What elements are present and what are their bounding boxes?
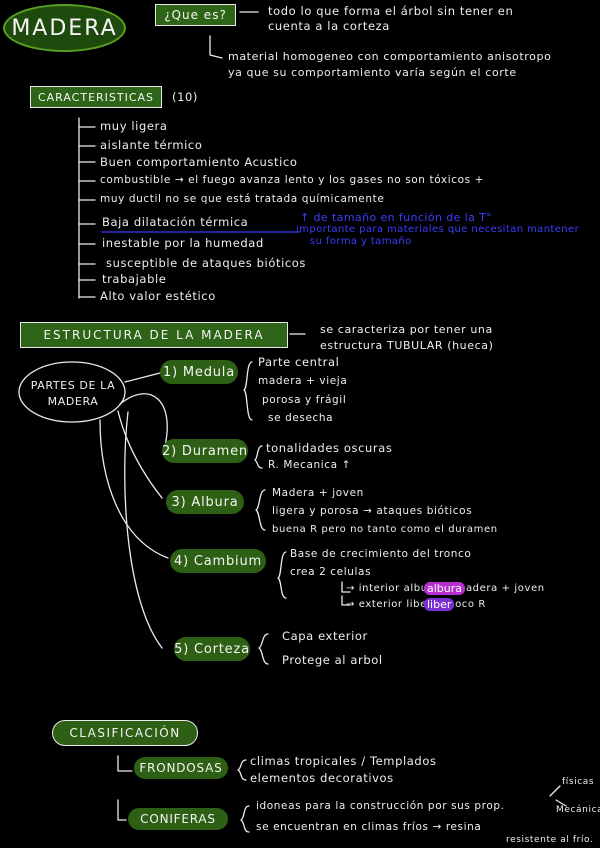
- title-oval: MADERA: [3, 4, 126, 52]
- part-note: Protege al arbol: [282, 653, 383, 667]
- caracteristica-item: inestable por la humedad: [102, 236, 264, 250]
- caracteristica-item: Buen comportamiento Acustico: [100, 155, 298, 169]
- albura-highlight: albura: [424, 582, 466, 595]
- part-note: tonalidades oscuras: [266, 441, 393, 455]
- que-es-line-1: todo lo que forma el árbol sin tener en: [268, 4, 514, 18]
- blue-note-2: importante para materiales que necesitan…: [296, 224, 580, 235]
- part-cambium: 4) Cambium: [170, 549, 266, 573]
- part-corteza: 5) Corteza: [174, 637, 250, 661]
- que-es-line-3: material homogeneo con comportamiento an…: [228, 50, 552, 63]
- part-medula: 1) Medula: [160, 360, 238, 384]
- que-es-line-2: cuenta a la corteza: [268, 19, 390, 33]
- part-duramen: 2) Duramen: [162, 439, 248, 463]
- part-note: → exterior liber → poco R: [346, 599, 486, 610]
- caracteristica-item: susceptible de ataques bióticos: [106, 256, 307, 270]
- mecanicas-note: Mecánica: [556, 805, 600, 815]
- partes-label: PARTES DE LA MADERA: [30, 379, 116, 408]
- estructura-desc-1: se caracteriza por tener una: [320, 323, 493, 336]
- que-es-line-4: ya que su comportamiento varía según el …: [228, 66, 517, 79]
- frondosas-label: FRONDOSAS: [134, 757, 228, 779]
- part-note: se desecha: [268, 412, 334, 424]
- coniferas-note: se encuentran en climas fríos → resina: [256, 821, 482, 833]
- part-note: Capa exterior: [282, 629, 368, 643]
- que-es-label: ¿Que es?: [155, 4, 236, 26]
- caracteristica-item: muy ductil no se que está tratada químic…: [100, 193, 385, 205]
- caracteristica-item: trabajable: [102, 272, 167, 286]
- part-note: R. Mecanica ↑: [268, 459, 352, 471]
- resistente-note: resistente al frío.: [506, 835, 594, 845]
- part-note: porosa y frágil: [262, 394, 347, 406]
- part-note: Base de crecimiento del tronco: [290, 548, 472, 560]
- frondosas-note: elementos decorativos: [250, 771, 394, 785]
- caracteristicas-count: (10): [172, 90, 199, 104]
- part-albura: 3) Albura: [166, 490, 244, 514]
- page-title: MADERA: [11, 15, 118, 41]
- coniferas-note: idoneas para la construcción por sus pro…: [256, 800, 505, 812]
- caracteristica-item: muy ligera: [100, 119, 168, 133]
- estructura-desc-2: estructura TUBULAR (hueca): [320, 339, 494, 352]
- blue-note-1: ↑ de tamaño en función de la T°: [300, 211, 493, 224]
- caracteristica-item: combustible → el fuego avanza lento y lo…: [100, 174, 485, 186]
- clasificacion-label: CLASIFICACIÓN: [52, 720, 198, 746]
- caracteristica-item: Alto valor estético: [100, 289, 216, 303]
- estructura-label: ESTRUCTURA DE LA MADERA: [20, 322, 288, 348]
- liber-highlight: liber: [424, 598, 455, 611]
- part-note: ligera y porosa → ataques bióticos: [272, 505, 473, 517]
- part-note: Parte central: [258, 355, 340, 369]
- part-note: Madera + joven: [272, 487, 364, 499]
- fisicas-note: físicas: [562, 777, 595, 787]
- blue-note-3: su forma y tamaño: [310, 236, 412, 247]
- part-note: madera + vieja: [258, 375, 348, 387]
- part-note: buena R pero no tanto como el duramen: [272, 524, 498, 535]
- frondosas-note: climas tropicales / Templados: [250, 754, 437, 768]
- caracteristicas-label: CARACTERISTICAS: [30, 86, 162, 108]
- coniferas-label: CONIFERAS: [128, 808, 228, 830]
- caracteristica-item: Baja dilatación térmica: [102, 215, 249, 229]
- part-note: crea 2 celulas: [290, 566, 372, 578]
- caracteristica-item: aislante térmico: [100, 138, 203, 152]
